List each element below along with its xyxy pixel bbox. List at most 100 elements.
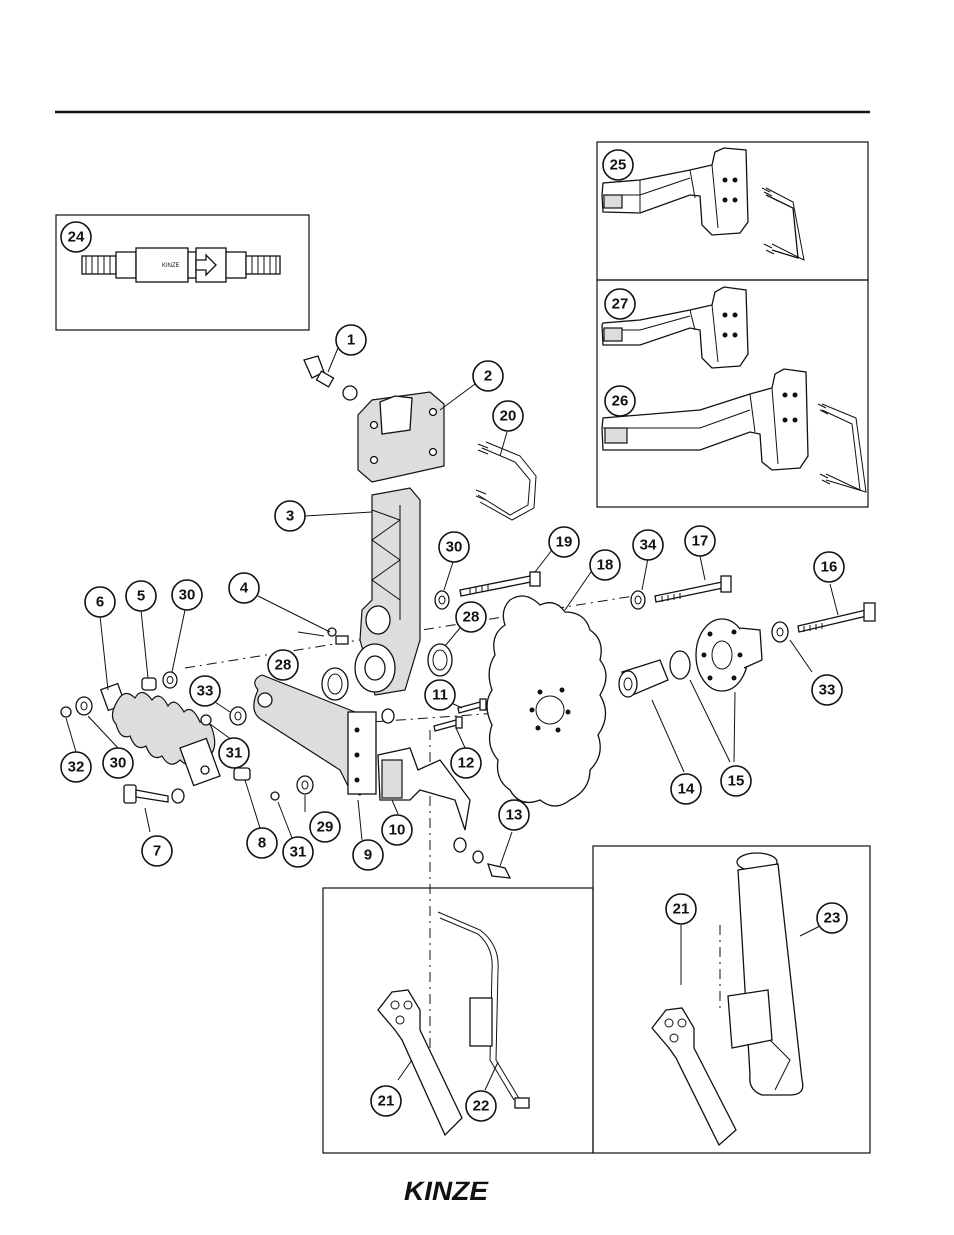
svg-text:33: 33: [197, 683, 214, 700]
part-28-bushing-right: [428, 644, 452, 676]
callout-33-right: 33: [812, 675, 842, 705]
leader-15: [690, 680, 735, 762]
callout-23: 23: [817, 903, 847, 933]
svg-text:7: 7: [153, 843, 161, 860]
svg-text:31: 31: [226, 745, 243, 762]
svg-text:14: 14: [678, 781, 695, 798]
svg-text:2: 2: [484, 368, 492, 385]
svg-text:26: 26: [612, 393, 629, 410]
svg-text:29: 29: [317, 819, 334, 836]
leader-3: [305, 512, 372, 516]
part-29-washer: [297, 776, 313, 794]
callout-21-right: 21: [666, 894, 696, 924]
svg-text:30: 30: [110, 755, 127, 772]
svg-text:6: 6: [96, 594, 104, 611]
svg-text:32: 32: [68, 759, 85, 776]
callout-13: 13: [499, 800, 529, 830]
svg-text:25: 25: [610, 157, 627, 174]
svg-text:19: 19: [556, 534, 573, 551]
leader-22: [485, 1062, 498, 1090]
mount-bracket-26-drawing: [602, 369, 866, 492]
part-8-bushing: [234, 768, 250, 780]
callout-31-upper: 31: [219, 738, 249, 768]
part-34-washer: [631, 591, 645, 609]
leader-6: [100, 616, 108, 690]
callout-7: 7: [142, 836, 172, 866]
callout-11: 11: [425, 680, 455, 710]
svg-text:22: 22: [473, 1098, 490, 1115]
callout-25: 25: [603, 150, 633, 180]
part-33-washer-left: [230, 707, 246, 725]
part-32-nut: [61, 707, 71, 717]
part-4-zerk: [328, 628, 348, 644]
callout-19: 19: [549, 527, 579, 557]
svg-text:5: 5: [137, 588, 145, 605]
part-13-bolt-nut: [454, 838, 510, 878]
callout-20: 20: [493, 401, 523, 431]
kinze-logo: KINZE: [404, 1175, 518, 1206]
svg-text:17: 17: [692, 533, 709, 550]
leader-5: [141, 610, 148, 678]
part-15-bearing: [670, 619, 762, 691]
svg-text:8: 8: [258, 835, 266, 852]
callout-28-left: 28: [268, 650, 298, 680]
part-28-bushing-left: [322, 668, 348, 700]
part-33-washer-right: [772, 622, 788, 642]
leader-16: [830, 584, 838, 615]
svg-text:21: 21: [378, 1093, 395, 1110]
leader-2: [440, 384, 475, 410]
callout-4: 4: [229, 573, 259, 603]
callout-16: 16: [814, 552, 844, 582]
callout-28-right: 28: [456, 602, 486, 632]
leader-31-lower: [278, 802, 292, 838]
callout-17: 17: [685, 526, 715, 556]
svg-text:34: 34: [640, 537, 657, 554]
callout-14: 14: [671, 774, 701, 804]
leader-7: [145, 808, 150, 832]
leader-33-right: [790, 640, 812, 672]
callout-3: 3: [275, 501, 305, 531]
svg-text:20: 20: [500, 408, 517, 425]
svg-text:13: 13: [506, 807, 523, 824]
part-9-link-arm: [254, 675, 376, 795]
svg-text:15: 15: [728, 773, 745, 790]
leader-28-left: [298, 632, 324, 636]
callout-27: 27: [605, 289, 635, 319]
part-17-bolt: [655, 576, 731, 602]
callout-12: 12: [451, 748, 481, 778]
leader-23: [800, 926, 820, 936]
svg-text:23: 23: [824, 910, 841, 927]
leader-12: [456, 728, 466, 750]
callout-31-lower: 31: [283, 837, 313, 867]
svg-text:KINZE: KINZE: [162, 263, 180, 269]
svg-text:27: 27: [612, 296, 629, 313]
callout-15: 15: [721, 766, 751, 796]
part-11-bolt: [458, 699, 486, 713]
callout-9: 9: [353, 840, 383, 870]
part-1-fitting: [304, 356, 357, 400]
part-5-bushing: [142, 678, 156, 690]
leader-30-left-top: [172, 610, 185, 672]
leader-28-right: [445, 628, 460, 646]
svg-text:24: 24: [68, 229, 85, 246]
callout-21-left: 21: [371, 1086, 401, 1116]
callout-34: 34: [633, 530, 663, 560]
svg-text:10: 10: [389, 822, 406, 839]
leader-19: [535, 550, 552, 572]
callout-18: 18: [590, 550, 620, 580]
callout-22: 22: [466, 1091, 496, 1121]
part-23-seed-tube: [728, 853, 803, 1095]
leader-4: [258, 596, 330, 632]
svg-text:31: 31: [290, 844, 307, 861]
callout-6: 6: [85, 587, 115, 617]
part-21-shank-right: [652, 1008, 736, 1145]
part-31-nut-lower: [271, 792, 279, 800]
svg-text:11: 11: [432, 687, 448, 704]
check-valve-drawing: KINZE: [82, 248, 280, 282]
svg-text:33: 33: [819, 682, 836, 699]
part-washer-mid: [382, 709, 394, 723]
leader-21-left: [398, 1060, 412, 1080]
callout-24: 24: [61, 222, 91, 252]
